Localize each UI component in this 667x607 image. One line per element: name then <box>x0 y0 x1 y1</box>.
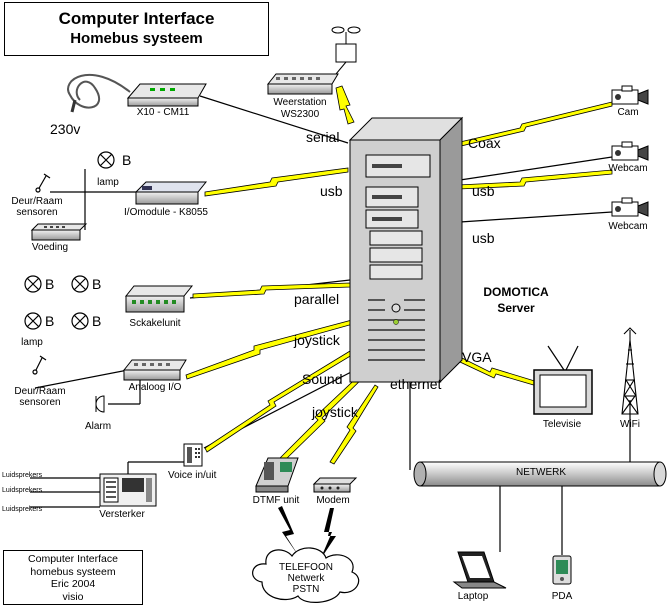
label-phone-3: PSTN <box>292 584 320 595</box>
connection-lines <box>30 95 631 555</box>
link-ethernet: ethernet <box>390 376 442 392</box>
label-wifi: WiFi <box>620 419 640 430</box>
label-door-1b: sensoren <box>16 207 58 218</box>
label-pda: PDA <box>551 591 573 602</box>
link-sound: Sound <box>302 371 343 387</box>
label-iomodule: I/Omodule - K8055 <box>124 207 208 218</box>
voice-phone-icon <box>183 443 203 467</box>
x10-module <box>67 73 207 113</box>
label-analog: Analoog I/O <box>128 382 182 393</box>
label-door-1a: Deur/Raam <box>11 196 63 207</box>
label-speakers-1: Luidsprekers <box>2 472 43 479</box>
label-speakers-2: Luidsprekers <box>2 487 43 494</box>
label-b-5: B <box>92 313 102 329</box>
television-device <box>533 345 593 415</box>
camera-icons <box>611 85 649 217</box>
label-voeding: Voeding <box>31 242 69 253</box>
label-lamp-1: lamp <box>97 177 119 188</box>
wireless-links <box>185 85 613 465</box>
link-joystick-2: joystick <box>312 404 358 420</box>
credit-box: Computer Interface homebus systeem Eric … <box>3 550 143 605</box>
label-webcam-2: Webcam <box>608 221 648 232</box>
laptop-device <box>452 551 507 589</box>
label-phone-1: TELEFOON <box>279 562 333 573</box>
alarm-icon <box>95 395 105 413</box>
title-line-1: Computer Interface <box>58 9 215 28</box>
pstn-cloud <box>252 547 360 603</box>
diagram-title-box: Computer Interface Homebus systeem <box>4 2 269 56</box>
server-tower <box>348 116 464 384</box>
pda-device <box>552 555 572 585</box>
credit-line-1: Computer Interface <box>28 553 118 565</box>
label-x10: X10 - CM11 <box>136 107 190 118</box>
label-door-2b: sensoren <box>19 397 61 408</box>
dtmf-device <box>255 457 299 493</box>
label-weather-2: WS2300 <box>280 109 320 120</box>
network-pipe <box>413 461 667 487</box>
credit-line-3: Eric 2004 <box>50 578 96 590</box>
link-parallel: parallel <box>294 291 340 307</box>
server-label-1: DOMOTICA <box>483 285 549 299</box>
analog-io-device <box>122 359 187 381</box>
label-webcam-1: Webcam <box>608 163 648 174</box>
label-dtmf: DTMF unit <box>252 495 300 506</box>
label-b-4: B <box>45 313 55 329</box>
lamp-icons <box>24 151 115 330</box>
label-schakel: Sckakelunit <box>129 318 181 329</box>
label-cam: Cam <box>617 107 639 118</box>
label-b-1: B <box>122 152 132 168</box>
label-speakers-3: Luidsprekers <box>2 506 43 513</box>
label-tv: Televisie <box>542 419 582 430</box>
label-laptop: Laptop <box>457 591 489 602</box>
wifi-tower <box>621 327 639 415</box>
io-module-device <box>134 181 208 205</box>
link-joystick-1: joystick <box>294 332 340 348</box>
modem-device <box>312 477 358 493</box>
link-usb-webcam-2: usb <box>472 230 495 246</box>
link-vga: VGA <box>462 349 492 365</box>
amplifier-device <box>99 473 157 507</box>
pstn-links <box>278 506 336 560</box>
label-power: 230v <box>50 121 81 137</box>
voeding-device <box>30 223 88 241</box>
label-alarm: Alarm <box>84 421 112 432</box>
label-amp: Versterker <box>99 509 145 520</box>
title-line-2: Homebus systeem <box>70 30 203 47</box>
link-serial: serial <box>306 129 340 145</box>
credit-line-2: homebus systeem <box>30 565 116 578</box>
label-b-3: B <box>92 276 102 292</box>
label-modem: Modem <box>316 495 350 506</box>
link-usb-webcam-1: usb <box>472 183 495 199</box>
label-lamp-2: lamp <box>21 337 43 348</box>
label-network: NETWERK <box>516 467 566 478</box>
link-coax: Coax <box>468 135 501 151</box>
schakel-device <box>124 285 194 313</box>
label-phone-2: Netwerk <box>287 573 325 584</box>
label-b-2: B <box>45 276 55 292</box>
credit-line-4: visio <box>62 590 84 603</box>
sensor-switch-icons <box>32 173 51 375</box>
link-usb-io: usb <box>320 183 343 199</box>
server-label-2: Server <box>497 301 535 315</box>
label-door-2a: Deur/Raam <box>14 386 66 397</box>
weather-station <box>266 26 361 95</box>
label-voice: Voice in/uit <box>168 470 217 481</box>
label-weather-1: Weerstation <box>273 97 327 108</box>
